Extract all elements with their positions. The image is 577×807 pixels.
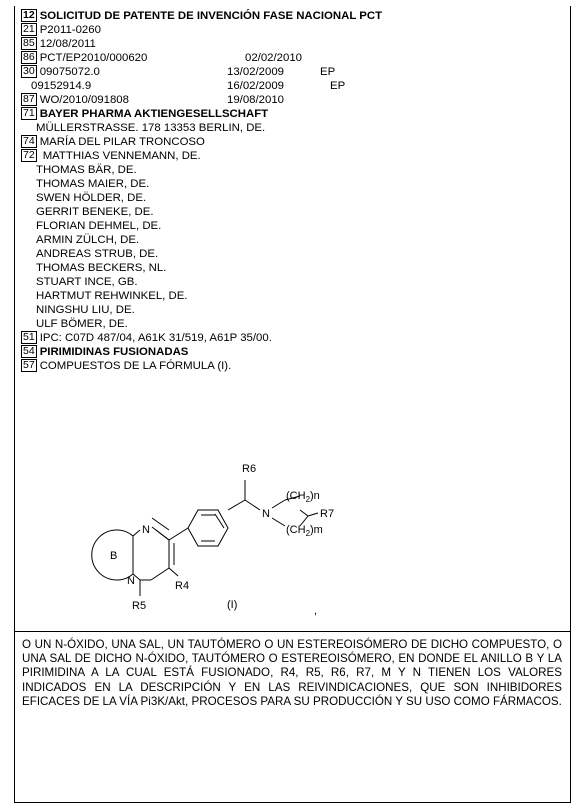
bond [168, 527, 189, 541]
pyrimidine-n-lower: N [127, 575, 135, 587]
inventor-name: NINGSHU LIU, DE. [36, 304, 135, 316]
inventor-name: FLORIAN DEHMEL, DE. [36, 220, 162, 232]
ring-b-label: B [110, 550, 117, 562]
bond [307, 512, 319, 517]
bond [271, 517, 286, 527]
inventor-name: ULF BÖMER, DE. [36, 318, 128, 330]
inid-code: 12 [21, 9, 37, 22]
phenyl-ring [187, 509, 229, 547]
bond [244, 499, 261, 511]
inid-code: 21 [21, 23, 37, 36]
bond [299, 515, 309, 527]
application-number: P2011-0260 [39, 24, 101, 36]
bond [214, 513, 225, 529]
inid-code: 74 [21, 135, 37, 148]
inid-code: 85 [21, 37, 37, 50]
priority-country: EP [320, 66, 336, 78]
applicant-address: MÜLLERSTRASSE. 178 13353 BERLIN, DE. [36, 122, 266, 134]
inid-code: 71 [21, 107, 37, 120]
ch2n-label: (CH2)n [286, 490, 320, 504]
abstract-intro: COMPUESTOS DE LA FÓRMULA (I). [39, 360, 232, 372]
publication-number: WO/2010/091808 [39, 94, 129, 106]
bond [151, 517, 170, 531]
priority-date: 16/02/2009 [227, 80, 285, 92]
pyrimidine-n-upper: N [142, 524, 150, 536]
inid-code: 72 [21, 149, 37, 162]
inid-code: 87 [21, 93, 37, 106]
pct-application: PCT/EP2010/000620 [39, 52, 148, 64]
inventor-name: THOMAS MAIER, DE. [36, 178, 150, 190]
national-phase-date: 12/08/2011 [39, 38, 96, 50]
r5-label: R5 [132, 600, 146, 612]
inventor-name: THOMAS BECKERS, NL. [36, 262, 167, 274]
bond [284, 495, 301, 501]
inventor-name: HARTMUT REHWINKEL, DE. [36, 290, 188, 302]
inid-code: 86 [21, 51, 37, 64]
document-title: SOLICITUD DE PATENTE DE INVENCIÓN FASE N… [39, 10, 383, 22]
inventor-name: THOMAS BÄR, DE. [36, 164, 137, 176]
inid-code: 30 [21, 65, 37, 78]
bond [168, 567, 179, 577]
inid-code: 54 [21, 345, 37, 358]
priority-number: 09075072.0 [39, 66, 100, 78]
ring-b-arc [91, 529, 134, 581]
bond [150, 567, 170, 581]
agent-name: MARÍA DEL PILAR TRONCOSO [39, 136, 205, 148]
ch2m-label: (CH2)m [286, 524, 323, 538]
trailing-comma: , [314, 605, 317, 617]
amine-n: N [262, 508, 270, 520]
bond [271, 499, 286, 509]
inventor-name: GERRIT BENEKE, DE. [36, 206, 154, 218]
inid-code: 57 [21, 359, 37, 372]
priority-number: 09152914.9 [31, 80, 92, 92]
inventor-name: SWEN HÖLDER, DE. [36, 192, 147, 204]
r4-label: R4 [175, 580, 189, 592]
inid-code: 51 [21, 331, 37, 344]
bond [227, 499, 246, 511]
r7-label: R7 [320, 508, 334, 520]
priority-date: 13/02/2009 [227, 66, 285, 78]
inventor-name: MATTHIAS VENNEMANN, DE. [42, 150, 201, 162]
formula-label: (I) [227, 599, 237, 611]
inventor-name: STUART INCE, GB. [36, 276, 138, 288]
applicant-name: BAYER PHARMA AKTIENGESELLSCHAFT [39, 108, 269, 120]
r6-label: R6 [242, 463, 256, 475]
abstract-text: O UN N-ÓXIDO, UNA SAL, UN TAUTÓMERO O UN… [22, 638, 562, 708]
chemical-structure: R6 N N N (CH2)n (CH2)m R7 B R4 R5 (I) , [91, 463, 334, 617]
inventor-name: ARMIN ZÜLCH, DE. [36, 234, 140, 246]
field-72: 72 MATTHIAS VENNEMANN, DE. [21, 149, 201, 163]
pct-application-date: 02/02/2010 [245, 52, 303, 64]
bond [132, 573, 141, 581]
bond [299, 509, 309, 517]
bond [132, 529, 141, 537]
document-frame [14, 6, 571, 803]
bond [151, 526, 170, 541]
priority-country: EP [330, 80, 346, 92]
ipc-classification: IPC: C07D 487/04, A61K 31/519, A61P 35/0… [39, 332, 272, 344]
invention-title: PIRIMIDINAS FUSIONADAS [39, 346, 189, 358]
inventor-name: ANDREAS STRUB, DE. [36, 248, 159, 260]
publication-date: 19/08/2010 [227, 94, 285, 106]
section-divider [15, 631, 570, 632]
